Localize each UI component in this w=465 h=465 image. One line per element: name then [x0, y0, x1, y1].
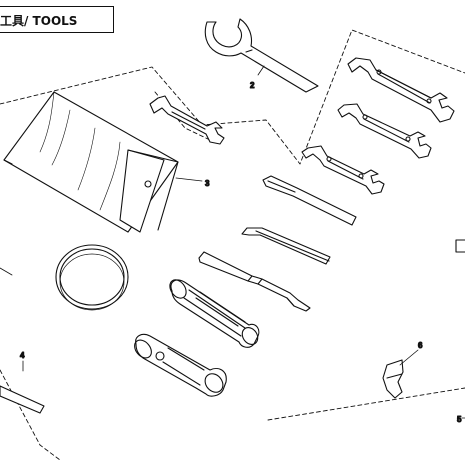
outline-bottom [267, 387, 465, 421]
fastener-clip [382, 359, 404, 399]
callout-2: 2 [250, 81, 255, 90]
rod-bar [0, 385, 45, 414]
tool-pouch [3, 91, 179, 233]
rubber-ring [55, 244, 129, 311]
spark-plug-socket [134, 333, 227, 397]
wrench-small [301, 145, 385, 195]
hex-key-large [262, 175, 357, 226]
hex-key-small [241, 227, 331, 265]
diagram-title: 工具/ TOOLS [0, 14, 78, 28]
screwdriver-shaft [198, 251, 311, 312]
leader-lines [0, 65, 465, 419]
wrench-large [347, 57, 455, 123]
wrench-double-open [149, 95, 225, 145]
callout-3: 3 [205, 179, 210, 188]
title-box: 工具/ TOOLS [0, 6, 114, 33]
hook-spanner [204, 18, 319, 93]
outline-lower [0, 369, 61, 461]
callout-4: 4 [20, 351, 25, 360]
bracket-right [455, 239, 465, 253]
outline-main [0, 29, 465, 165]
screwdriver-grip [169, 279, 260, 348]
wrench-medium [337, 103, 432, 159]
callout-5: 5 [457, 415, 462, 424]
callout-6: 6 [418, 341, 423, 350]
